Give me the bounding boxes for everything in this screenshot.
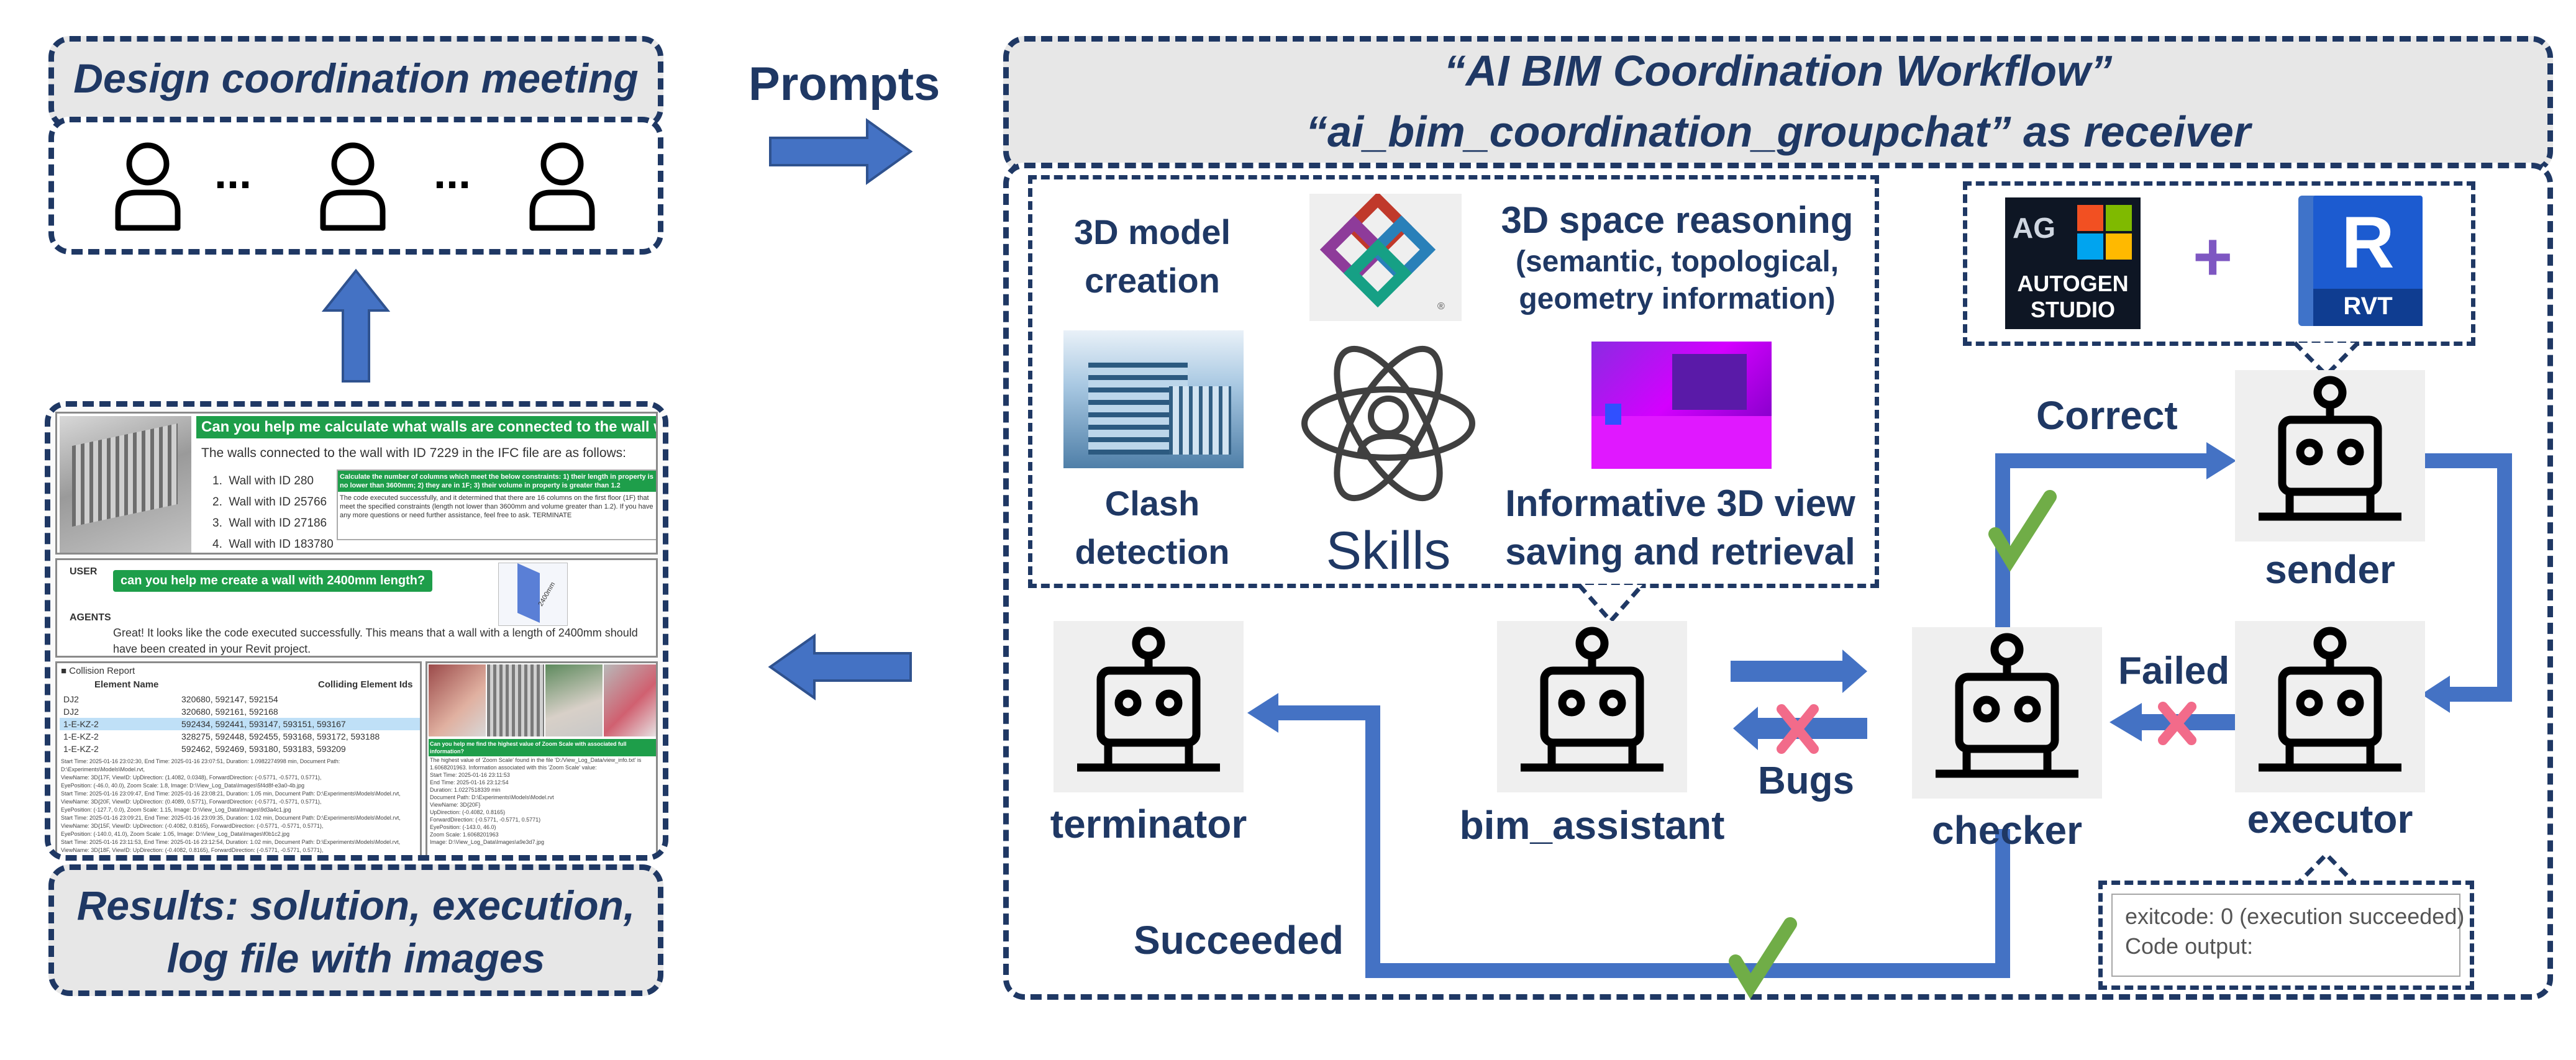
- arrow-left-icon: [768, 633, 912, 700]
- prompts-label: Prompts: [749, 58, 940, 111]
- plus-sign: +: [2193, 219, 2233, 295]
- executor-label: executor: [2247, 797, 2413, 841]
- column-question: Calculate the number of columns which me…: [338, 471, 656, 492]
- executor-agent[interactable]: [2235, 621, 2425, 792]
- autogen-studio-logo: AG AUTOGEN STUDIO: [2005, 197, 2141, 329]
- ifc-logo-icon: ®: [1309, 191, 1462, 321]
- exit-code-line-2: Code output:: [2125, 933, 2254, 959]
- person-icon: [320, 142, 386, 231]
- ai-skills-icon: [1301, 345, 1475, 502]
- bim-assistant-agent[interactable]: [1497, 621, 1687, 792]
- wall-item: 1. Wall with ID 280: [212, 474, 314, 487]
- person-icon: [529, 142, 595, 231]
- workflow-title-line-1: “AI BIM Coordination Workflow”: [1444, 47, 2113, 95]
- wall-item: 2. Wall with ID 25766: [212, 496, 327, 509]
- wall-item: 4. Wall with ID 183780: [212, 538, 334, 551]
- clash-image-2: [487, 664, 544, 736]
- robot-icon: [1936, 633, 2078, 778]
- collision-title: ■ Collision Report: [61, 666, 135, 676]
- clash-image-3: [545, 664, 603, 736]
- skills-callout-pointer: [1577, 583, 1644, 625]
- revit-rvt: RVT: [2343, 292, 2393, 320]
- col-ids-header: Colliding Element Ids: [318, 679, 413, 690]
- workflow-title-box: [1003, 36, 2553, 173]
- flow-failed-label: Failed: [2118, 650, 2230, 692]
- sender-agent[interactable]: [2235, 370, 2425, 541]
- meeting-title: Design coordination meeting: [73, 55, 639, 101]
- checker-label: checker: [1932, 808, 2082, 853]
- skill-space-reasoning: 3D space reasoning (semantic, topologica…: [1501, 199, 1854, 315]
- user-label: USER: [70, 566, 98, 577]
- question-bar: Can you help me calculate what walls are…: [196, 416, 656, 438]
- exit-code-line-1: exitcode: 0 (execution succeeded): [2125, 904, 2465, 929]
- view-log-text: Start Time: 2025-01-16 23:02:30, End Tim…: [61, 758, 401, 861]
- arrow-up-icon: [322, 268, 390, 383]
- autogen-text-2: STUDIO: [2030, 297, 2115, 322]
- results-screenshot-box: Can you help me calculate what walls are…: [45, 401, 668, 861]
- logos-callout-pointer: [2293, 341, 2360, 378]
- flow-correct-label: Correct: [2036, 393, 2178, 438]
- flow-bugs-label: Bugs: [1758, 759, 1854, 802]
- checker-agent[interactable]: [1912, 627, 2102, 799]
- zoom-scale-question: Can you help me find the highest value o…: [429, 739, 656, 756]
- autogen-ag: AG: [2013, 212, 2055, 244]
- exit-callout-pointer: [2293, 852, 2360, 889]
- arrow-right-icon: [769, 118, 913, 185]
- col-element-header: Element Name: [94, 679, 159, 690]
- robot-icon: [1077, 627, 1220, 772]
- clash-image-4: [604, 664, 656, 736]
- results-box: [48, 864, 663, 996]
- svg-text:®: ®: [1437, 301, 1445, 312]
- building-image: [1063, 330, 1244, 468]
- answer-intro: The walls connected to the wall with ID …: [201, 446, 626, 460]
- 3d-view-image: [1591, 342, 1772, 469]
- zoom-scale-answer: The highest value of 'Zoom Scale' found …: [430, 757, 642, 845]
- terminator-agent[interactable]: [1054, 621, 1244, 792]
- ellipsis-1: ...: [214, 148, 252, 198]
- user-message: can you help me create a wall with 2400m…: [113, 570, 433, 592]
- wall-3d-thumbnail: 2400mm: [498, 563, 568, 626]
- agents-message: Great! It looks like the code executed s…: [113, 627, 638, 655]
- autogen-text-1: AUTOGEN: [2017, 271, 2129, 296]
- microsoft-logo-icon: [2077, 205, 2132, 260]
- agents-label: AGENTS: [70, 612, 111, 623]
- collision-report-panel: ■ Collision Report Element Name Collidin…: [55, 661, 422, 861]
- sender-label: sender: [2265, 547, 2395, 592]
- flow-succeeded-label: Succeeded: [1134, 918, 1344, 963]
- column-query-panel: Calculate the number of columns which me…: [337, 469, 656, 540]
- building-model-thumbnail: [60, 416, 191, 553]
- bim-assistant-label: bim_assistant: [1459, 803, 1725, 848]
- robot-icon: [1521, 627, 1663, 772]
- exit-code-box: exitcode: 0 (execution succeeded) Code o…: [2098, 881, 2474, 990]
- ellipsis-2: ...: [434, 148, 471, 198]
- workflow-title-line-2: “ai_bim_coordination_groupchat” as recei…: [1305, 107, 2251, 156]
- terminator-label: terminator: [1050, 802, 1247, 846]
- revit-logo-icon: R RVT: [2298, 196, 2423, 329]
- results-line-1: Results: solution, execution,: [76, 882, 635, 928]
- chat-panel-create-wall: USER can you help me create a wall with …: [55, 558, 658, 658]
- robot-icon: [2259, 376, 2401, 521]
- clash-images-panel: Can you help me find the highest value o…: [426, 661, 658, 855]
- robot-icon: [2259, 627, 2401, 772]
- chat-panel-walls: Can you help me calculate what walls are…: [55, 412, 658, 555]
- person-icon: [115, 142, 181, 231]
- skills-label: Skills: [1326, 521, 1451, 581]
- results-line-2: log file with images: [166, 935, 545, 981]
- wall-item: 3. Wall with ID 27186: [212, 517, 327, 530]
- wall-list: 1. Wall with ID 280 2. Wall with ID 2576…: [212, 471, 334, 553]
- clash-image-1: [429, 664, 486, 736]
- revit-r: R: [2341, 202, 2395, 284]
- column-answer: The code executed successfully, and it d…: [340, 494, 653, 519]
- meeting-participants-box: [48, 117, 663, 255]
